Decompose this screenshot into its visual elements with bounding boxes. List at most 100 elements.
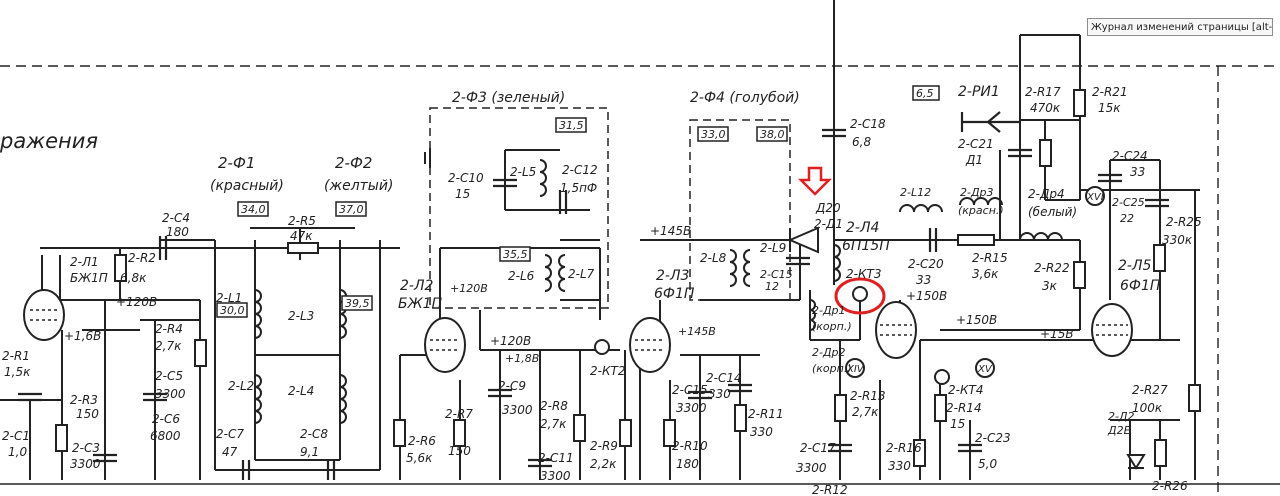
label-r25-value: 330к (1162, 233, 1193, 247)
label-l4: 2-L4 (288, 384, 314, 398)
box-330: 33,0 (701, 128, 726, 141)
label-c9: 2-С9 (498, 379, 526, 393)
label-c15-value: 3300 (676, 401, 707, 415)
label-d2-type: Д2Е (1107, 424, 1131, 437)
label-c23-value: 5,0 (978, 457, 997, 471)
label-lamp2-type: БЖ1П (398, 296, 443, 312)
label-f2-color: (желтый) (324, 178, 393, 194)
ground-symbols (424, 148, 431, 168)
box-34: 34,0 (241, 203, 266, 216)
label-v168: +1,6В (64, 329, 101, 343)
label-c25: 2-С25 (1112, 196, 1145, 209)
label-l5: 2-L5 (510, 165, 536, 179)
label-c15a: 2-С15 (760, 268, 793, 281)
label-lamp4-type: 6П15П (842, 238, 890, 254)
label-r9-value: 2,2к (590, 457, 617, 471)
frequency-boxes (216, 85, 940, 318)
label-r11-value: 330 (750, 425, 773, 439)
label-r9: 2-R9 (590, 439, 618, 453)
label-dr1: 2-Др1 (812, 304, 846, 317)
label-r1: 2-R1 (2, 349, 30, 363)
label-c17-value: 3300 (796, 461, 827, 475)
label-kt2: 2-КТ2 (590, 364, 625, 378)
diodes (787, 226, 1146, 470)
label-v150: +150В (906, 289, 947, 303)
label-xvi: XVI (1086, 192, 1104, 203)
label-c18: 2-С18 (850, 117, 886, 131)
label-r14-value: 15 (950, 417, 965, 431)
label-r10: 2-R10 (672, 439, 708, 453)
component-labels: ражения 2-Ф1 (красный) 2-Ф2 (желтый) 34,… (0, 84, 1202, 496)
label-c11-value: 3300 (540, 469, 571, 483)
label-dr1-note: (корп.) (812, 320, 852, 333)
label-dr3: 2-Др3 (960, 186, 994, 199)
label-l1-type: БЖ1П (70, 271, 108, 285)
label-r2-value: 6,8к (120, 271, 147, 285)
label-v150b: +150В (956, 313, 997, 327)
label-f2: 2-Ф2 (335, 154, 372, 172)
label-l7: 2-L7 (568, 267, 595, 281)
label-c8: 2-С8 (300, 427, 328, 441)
label-c9-value: 3300 (502, 403, 533, 417)
test-points (594, 186, 1105, 385)
label-c4-value: 180 (166, 225, 189, 239)
label-dr3-note: (красн.) (958, 204, 1004, 217)
label-v15: +15В (1040, 327, 1074, 341)
label-dr4: 2-Др4 (1028, 187, 1065, 201)
label-r15-value: 3,6к (972, 267, 999, 281)
label-r3-value: 150 (76, 407, 99, 421)
label-r8-value: 2,7к (540, 417, 567, 431)
label-c14: 2-С14 (706, 371, 742, 385)
label-c7: 2-С7 (216, 427, 244, 441)
label-c11: 2-С11 (538, 451, 574, 465)
label-r15: 2-R15 (972, 251, 1008, 265)
label-r21: 2-R21 (1092, 85, 1128, 99)
label-lamp5: 2-Л5 (1118, 258, 1151, 274)
label-r6-value: 5,6к (406, 451, 433, 465)
label-c5-value: 3300 (155, 387, 186, 401)
label-v120-c: +120В (490, 334, 531, 348)
red-arrow-icon (797, 166, 833, 196)
label-c8-value: 9,1 (300, 445, 319, 459)
label-r2: 2-R2 (128, 251, 156, 265)
label-r3: 2-R3 (70, 393, 98, 407)
label-r13-value: 2,7к (852, 405, 879, 419)
label-kt3: 2-КТ3 (846, 267, 881, 281)
label-r17: 2-R17 (1025, 85, 1061, 99)
label-r17-value: 470к (1030, 101, 1061, 115)
label-r14: 2-R14 (946, 401, 982, 415)
label-f1-color: (красный) (210, 178, 284, 194)
label-c20-value: 33 (916, 273, 931, 287)
label-c15a-value: 12 (765, 280, 779, 293)
label-c24: 2-С24 (1112, 149, 1148, 163)
label-c10: 2-С10 (448, 171, 484, 185)
vacuum-tubes (23, 289, 1133, 373)
red-highlight (797, 166, 886, 315)
label-lamp4: 2-Л4 (846, 220, 879, 236)
label-r11: 2-R11 (748, 407, 784, 421)
box-65: 6,5 (916, 87, 934, 100)
label-l3: 2-L3 (288, 309, 314, 323)
label-v120-tube2: +120В (450, 282, 488, 295)
label-dr2-note: (корп.) (812, 362, 852, 375)
label-c1-value: 1,0 (8, 445, 27, 459)
label-lamp2: 2-Л2 (400, 278, 433, 294)
label-c15: 2-С15 (672, 383, 708, 397)
label-r6: 2-R6 (408, 434, 436, 448)
label-c25-value: 22 (1120, 212, 1134, 225)
label-ri1: 2-РИ1 (958, 84, 1000, 100)
label-r1-value: 1,5к (4, 365, 31, 379)
red-circle-highlight (834, 277, 886, 315)
antenna-symbol (960, 111, 1020, 133)
label-l12: 2-L12 (900, 186, 931, 199)
label-r27: 2-R27 (1132, 383, 1168, 397)
label-dr2: 2-Др2 (812, 346, 846, 359)
page-history-tooltip: Журнал изменений страницы [alt-shift-h] (1087, 18, 1273, 36)
label-r5: 2-R5 (288, 214, 316, 228)
label-lamp5-type: 6Ф1П (1120, 278, 1161, 294)
label-c23: 2-С23 (975, 431, 1011, 445)
label-l1: 2-Л1 (70, 255, 99, 269)
label-f1: 2-Ф1 (218, 154, 255, 172)
resistors (55, 89, 1201, 467)
